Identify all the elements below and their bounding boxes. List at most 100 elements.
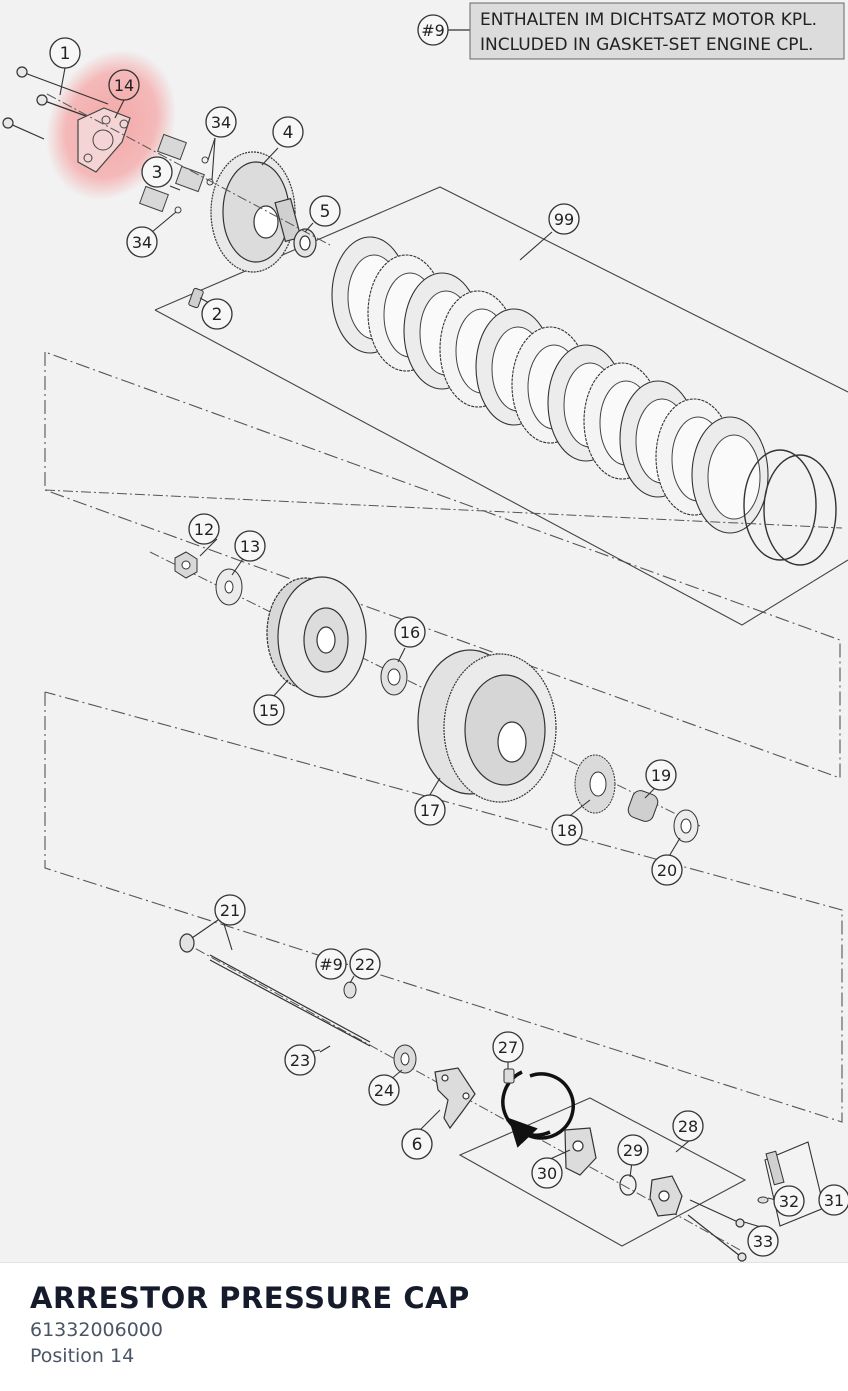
callout-circle-24 (368, 1074, 400, 1106)
part-position: Position 14 (30, 1345, 135, 1367)
callout-circle-1 (49, 37, 81, 69)
callout-label-5: 5 (320, 202, 331, 222)
callout-label-17: 17 (420, 801, 440, 820)
callout-circle-23 (284, 1044, 316, 1076)
callout-circle-16 (394, 616, 426, 648)
spring-clips-34 (174, 156, 214, 214)
callout-circle-6 (401, 1128, 433, 1160)
cover-group-outline (458, 1097, 747, 1247)
gear-18 (574, 754, 616, 814)
callout-circle-17 (414, 794, 446, 826)
bearing-5 (293, 228, 317, 258)
callout-circle-31 (818, 1184, 848, 1216)
callout-circle-5 (309, 195, 341, 227)
callout-label-4: 4 (283, 123, 294, 143)
callout-circle-3 (141, 156, 173, 188)
part-number: 61332006000 (30, 1319, 163, 1341)
part-title: ARRESTOR PRESSURE CAP (30, 1281, 470, 1315)
callout-circle-99 (548, 203, 580, 235)
callout-circle-18 (551, 814, 583, 846)
callout-circle-21 (214, 894, 246, 926)
callout-label-18: 18 (557, 821, 577, 840)
pressure-cap-14 (77, 107, 131, 173)
callout-circle-32 (773, 1185, 805, 1217)
callout-circle-34 (126, 226, 158, 258)
needle-bearing-19 (627, 790, 659, 822)
callout-label-15: 15 (259, 701, 279, 720)
callout-label-21: 21 (220, 901, 240, 920)
callout-label-19: 19 (651, 766, 671, 785)
callout-label-3: 3 (152, 163, 163, 183)
screws-1 (2, 66, 109, 140)
callout-circle-4 (272, 116, 304, 148)
callout-circle-33 (747, 1225, 779, 1257)
callout-label-31: 31 (824, 1191, 844, 1210)
push-rod-21 (179, 933, 371, 1047)
inner-hub-15 (266, 576, 367, 698)
callout-label-33: 33 (753, 1232, 773, 1251)
callout-circle-34 (205, 106, 237, 138)
callout-circle-ref-9 (315, 948, 347, 980)
callout-label-34: 34 (132, 233, 152, 252)
callout-circle-14 (108, 69, 140, 101)
callout-label-12: 12 (194, 520, 214, 539)
bearing-16 (380, 658, 408, 696)
washer-20 (673, 809, 699, 843)
callout-label-30: 30 (537, 1164, 557, 1183)
note-line-2: INCLUDED IN GASKET-SET ENGINE CPL. (480, 35, 813, 55)
callout-label-6: 6 (412, 1135, 423, 1155)
pin-2 (188, 287, 204, 309)
shaft-30 (564, 1127, 597, 1176)
clutch-plate-inner (707, 434, 761, 520)
callout-label-23: 23 (290, 1051, 310, 1070)
cover-28 (649, 1175, 683, 1217)
callout-label-2: 2 (212, 305, 223, 325)
callout-label-22: 22 (355, 955, 375, 974)
callout-label-14: 14 (114, 76, 134, 95)
screws-33 (687, 1199, 747, 1262)
nut-12 (174, 551, 198, 579)
exploded-parts-diagram: ENTHALTEN IM DICHTSATZ MOTOR KPL. INCLUD… (0, 0, 848, 1262)
callout-label-99: 99 (554, 210, 574, 229)
clutch-plates-99 (331, 236, 769, 534)
screw-27 (503, 1068, 515, 1084)
pin-23 (319, 1045, 331, 1053)
note-line-1: ENTHALTEN IM DICHTSATZ MOTOR KPL. (480, 10, 817, 30)
callout-circle-30 (531, 1157, 563, 1189)
callout-circle-20 (651, 854, 683, 886)
release-lever-6 (434, 1067, 476, 1130)
part-info-panel: ARRESTOR PRESSURE CAP 61332006000 Positi… (0, 1262, 848, 1391)
o-rings (743, 449, 837, 566)
callout-label-28: 28 (678, 1117, 698, 1136)
callout-label-29: 29 (623, 1141, 643, 1160)
clutch-basket-17 (417, 649, 557, 803)
bearing-24 (393, 1044, 417, 1074)
callout-label-32: 32 (779, 1192, 799, 1211)
gasket-set-note: ENTHALTEN IM DICHTSATZ MOTOR KPL. INCLUD… (447, 2, 845, 60)
callout-leaders (59, 67, 777, 1229)
callout-label-1: 1 (60, 44, 71, 64)
note-ref-label: #9 (421, 21, 445, 40)
callout-circle-2 (201, 298, 233, 330)
note-ref-circle (417, 14, 449, 46)
callout-label-20: 20 (657, 861, 677, 880)
washer-13 (215, 568, 243, 606)
callout-circle-28 (672, 1110, 704, 1142)
pressure-plate-4 (210, 151, 302, 273)
springs-3 (139, 133, 205, 213)
callout-circle-12 (188, 513, 220, 545)
callout-circle-22 (349, 948, 381, 980)
seal-22 (343, 981, 357, 999)
callout-circle-15 (253, 694, 285, 726)
callout-circle-13 (234, 530, 266, 562)
o-ring-29 (619, 1174, 637, 1196)
callout-circle-19 (645, 759, 677, 791)
callout-label-13: 13 (240, 537, 260, 556)
callout-circle-27 (492, 1031, 524, 1063)
callout-label-27: 27 (498, 1038, 518, 1057)
callout-label-ref-9: #9 (319, 955, 343, 974)
callout-label-16: 16 (400, 623, 420, 642)
callout-circle-29 (617, 1134, 649, 1166)
callout-label-24: 24 (374, 1081, 394, 1100)
